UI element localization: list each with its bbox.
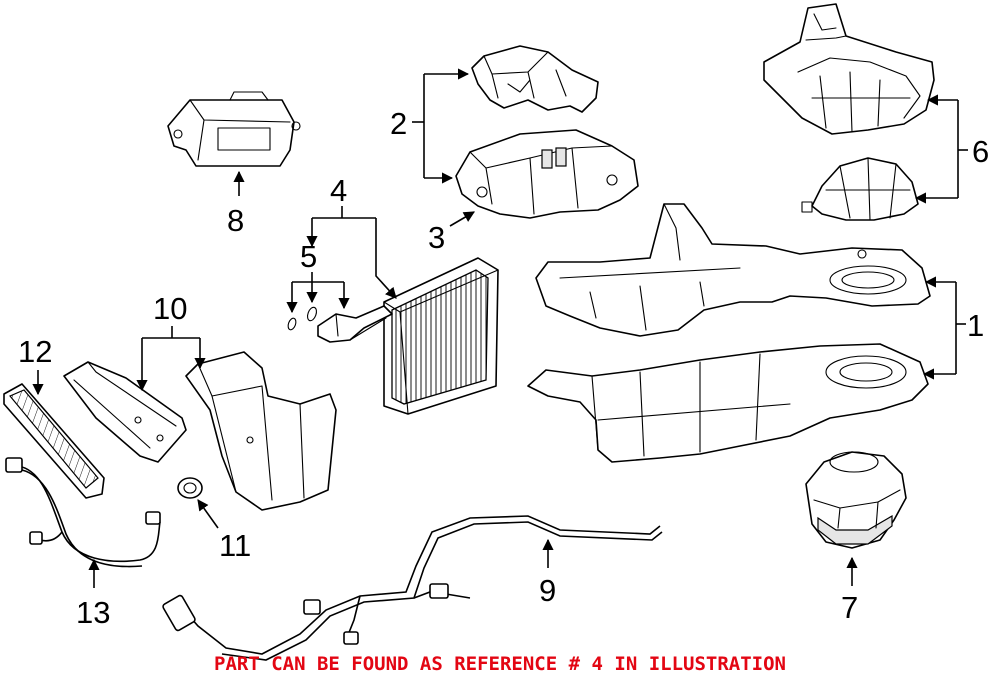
evaporator-pipe-part [317,305,393,343]
grommet-part [177,477,203,499]
case-assembly-part [455,129,639,219]
callout-1-label: 1 [967,308,984,343]
wiring-harness-long-part [162,515,663,661]
callout-13-label: 13 [76,595,110,630]
blower-housing-part [763,3,935,135]
callout-7-label: 7 [841,590,858,625]
callout-11-label: 11 [219,528,251,563]
blower-cover-part [801,157,919,221]
blower-motor-part [805,451,907,549]
reference-note: PART CAN BE FOUND AS REFERENCE # 4 IN IL… [214,653,786,675]
callout-4-label: 4 [330,173,347,208]
callout-6-label: 6 [972,134,989,169]
blower-resistor-part [167,91,301,167]
evaporator-core-part [383,257,499,415]
callout-3-leader [449,211,475,227]
callout-11-leader [197,499,219,529]
o-ring-part [287,306,318,331]
wiring-harness-small-part [5,457,161,568]
lower-housing-part [527,343,929,463]
filter-door-part [63,361,187,463]
callout-8-label: 8 [227,203,244,238]
callout-12-label: 12 [18,334,52,369]
callout-9-label: 9 [539,573,556,608]
upper-housing-part [535,203,931,337]
callout-4-arrow-right [375,218,397,299]
callout-5-label: 5 [300,239,317,274]
upper-case-cover-part [471,45,599,113]
callout-3-label: 3 [428,220,445,255]
callout-10-label: 10 [153,291,187,326]
cabin-filter-part [3,383,105,499]
callout-2-label: 2 [390,106,407,141]
air-duct-part [185,351,337,511]
